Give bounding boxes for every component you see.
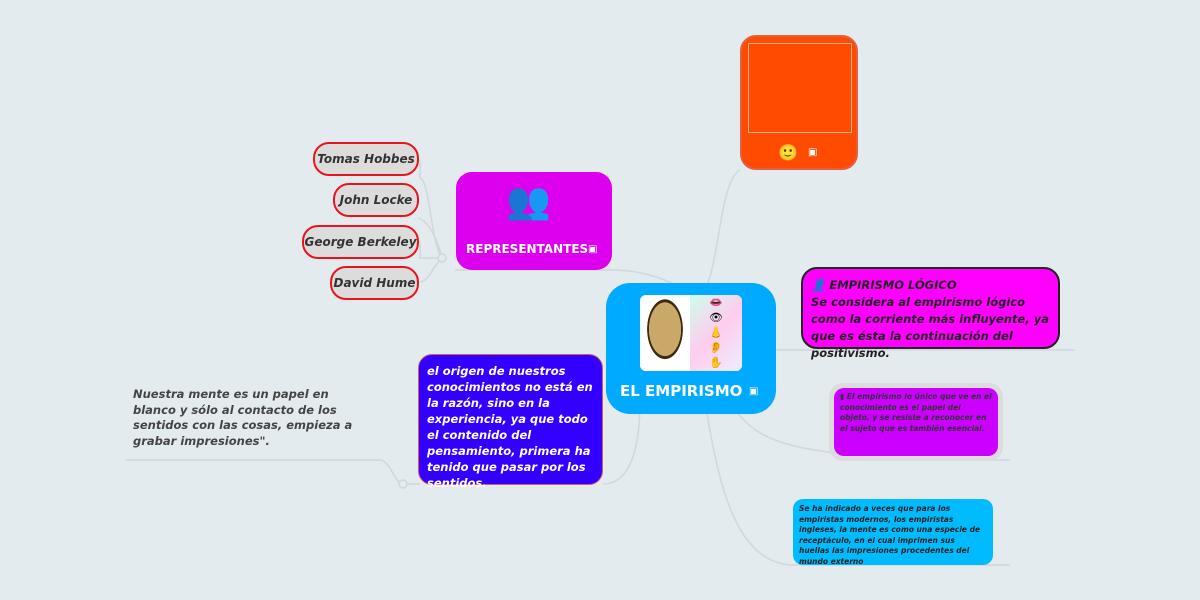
representantes-title: REPRESENTANTES — [466, 242, 589, 256]
person-george-berkeley[interactable]: George Berkeley — [302, 225, 419, 259]
logico-text: Se considera al empirismo lógico como la… — [811, 295, 1049, 360]
objeto-node: ▮ El empirismo lo único que ve en el con… — [834, 388, 998, 456]
quote-node[interactable]: Nuestra mente es un papel en blanco y só… — [133, 387, 353, 448]
person-tomas-hobbes[interactable]: Tomas Hobbes — [313, 142, 419, 176]
objeto-node-frame[interactable]: ▮ El empirismo lo único que ve en el con… — [829, 383, 1003, 461]
central-node[interactable]: 👄👁👃👂✋ EL EMPIRISMO ▣ — [606, 283, 776, 414]
representantes-node[interactable]: 👥 REPRESENTANTES ▣ — [456, 172, 612, 270]
image-icon: ▣ — [749, 386, 759, 397]
person-icon: 👤 — [811, 278, 826, 292]
objeto-text: El empirismo lo único que ve en el conoc… — [840, 392, 992, 433]
logico-title: EMPIRISMO LÓGICO — [829, 278, 957, 292]
smiley-icon: 🙂 — [778, 143, 798, 162]
person-david-hume[interactable]: David Hume — [330, 266, 419, 300]
person-john-locke[interactable]: John Locke — [333, 183, 419, 217]
image-icon: ▣ — [588, 244, 598, 255]
empirismo-logico-node[interactable]: 👤 EMPIRISMO LÓGICO Se considera al empir… — [801, 267, 1060, 360]
origen-node[interactable]: el origen de nuestros conocimientos no e… — [418, 354, 603, 490]
image-node[interactable]: 🙂 ▣ — [740, 35, 858, 170]
central-title: EL EMPIRISMO — [620, 382, 743, 400]
broken-image — [748, 43, 852, 133]
senses-brain-image: 👄👁👃👂✋ — [640, 295, 742, 371]
door-icon: ▮ — [840, 392, 845, 401]
people-icon: 👥 — [506, 181, 551, 222]
image-icon: ▣ — [808, 147, 818, 158]
receptaculo-node[interactable]: Se ha indicado a veces que para los empi… — [793, 499, 993, 566]
